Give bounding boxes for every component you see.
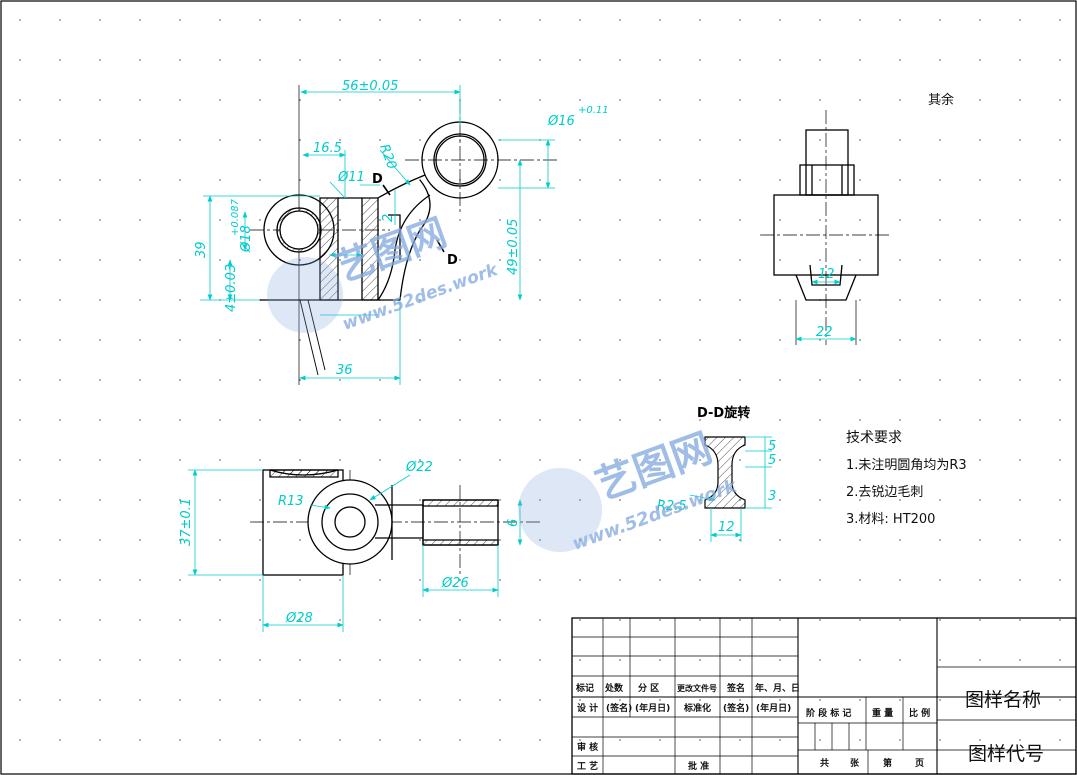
dim-phi16-tol: +0.11: [578, 105, 609, 116]
top-view: [250, 469, 540, 576]
tb-mark: 标记: [575, 682, 594, 694]
tech-req-item-1: 1.未注明圆角均为R3: [846, 458, 967, 473]
dim-6: 6: [506, 519, 521, 527]
title-block: [571, 617, 1077, 775]
front-view-dimensions: [200, 85, 555, 385]
tb-date: 年、月、日: [755, 682, 800, 694]
tb-process: 工 艺: [577, 760, 598, 772]
dim-39: 39: [194, 241, 209, 258]
dim-phi22: Ø22: [405, 460, 433, 475]
dim-5b: 5: [768, 453, 776, 468]
section-mark-d-1: D: [372, 172, 383, 187]
tb-design-date: (年月日): [635, 702, 670, 714]
tb-design-sign: (签名): [606, 702, 632, 714]
tb-scale: 比 例: [909, 707, 930, 719]
tb-approve: 批 准: [688, 760, 709, 772]
dim-r13: R13: [278, 494, 304, 509]
dim-37: 37±0.1: [179, 498, 194, 546]
tb-weight: 重 量: [872, 707, 893, 719]
surface-remainder-note: 其余: [928, 92, 954, 108]
dim-36: 36: [336, 363, 353, 378]
side-view: [760, 110, 890, 345]
tb-sheets: 张: [850, 757, 860, 769]
section-mark-d-2: D: [447, 253, 458, 268]
tech-requirements: 技术要求 1.未注明圆角均为R3 2.去锐边毛刺 3.材料: HT200: [846, 430, 967, 527]
drawing-code: 图样代号: [968, 743, 1044, 765]
tb-standard-date: (年月日): [756, 702, 791, 714]
tb-total: 共: [820, 757, 829, 769]
dim-56: 56±0.05: [342, 79, 398, 94]
tech-req-item-2: 2.去锐边毛刺: [846, 485, 923, 500]
dim-phi18-tol: +0.087: [230, 198, 241, 236]
dim-5a: 5: [768, 439, 776, 454]
tb-count: 处数: [604, 682, 624, 694]
section-title: D-D旋转: [697, 405, 750, 421]
tb-standard-sign: (签名): [723, 702, 749, 714]
section-dimensions: [689, 436, 772, 542]
tb-stage-mark: 阶 段 标 记: [806, 707, 851, 719]
dim-phi18: Ø18: [239, 225, 254, 253]
tb-design: 设 计: [577, 702, 598, 714]
tech-req-item-3: 3.材料: HT200: [846, 512, 935, 527]
dim-2: 2: [381, 214, 396, 222]
dim-12-side: 12: [818, 267, 835, 282]
tb-sign: 签名: [726, 682, 745, 694]
title-block-text: 标记 处数 分 区 更改文件号 签名 年、月、日 设 计 (签名) (年月日) …: [575, 682, 1044, 772]
front-view-dimension-text: 56±0.05 16.5 R20 Ø16 +0.11 Ø11 39 Ø18 +0…: [194, 79, 609, 378]
dim-r2-5: R2.5: [657, 499, 687, 514]
dim-4: 4±0.03: [224, 264, 239, 312]
dim-phi28: Ø28: [285, 611, 313, 626]
dim-12-sec: 12: [718, 520, 735, 535]
dim-phi26: Ø26: [441, 576, 469, 591]
tb-change-doc: 更改文件号: [677, 683, 717, 693]
tb-standard: 标准化: [683, 702, 711, 714]
dim-phi11: Ø11: [337, 170, 365, 185]
drawing-name: 图样名称: [965, 689, 1041, 711]
front-view: [250, 85, 560, 385]
dim-22: 22: [816, 325, 833, 340]
tb-zone: 分 区: [638, 682, 659, 694]
dim-16-5: 16.5: [313, 141, 342, 156]
tb-page: 页: [915, 758, 924, 769]
side-view-dimensions: [795, 279, 857, 342]
dim-3: 3: [768, 489, 776, 504]
tb-no: 第: [883, 757, 892, 769]
section-arrows: [382, 184, 445, 253]
tb-review: 审 核: [577, 741, 598, 753]
dim-49: 49±0.05: [506, 219, 521, 275]
dim-phi16: Ø16: [547, 114, 575, 129]
tech-req-title: 技术要求: [846, 430, 902, 446]
top-view-dimensions: [188, 469, 523, 632]
